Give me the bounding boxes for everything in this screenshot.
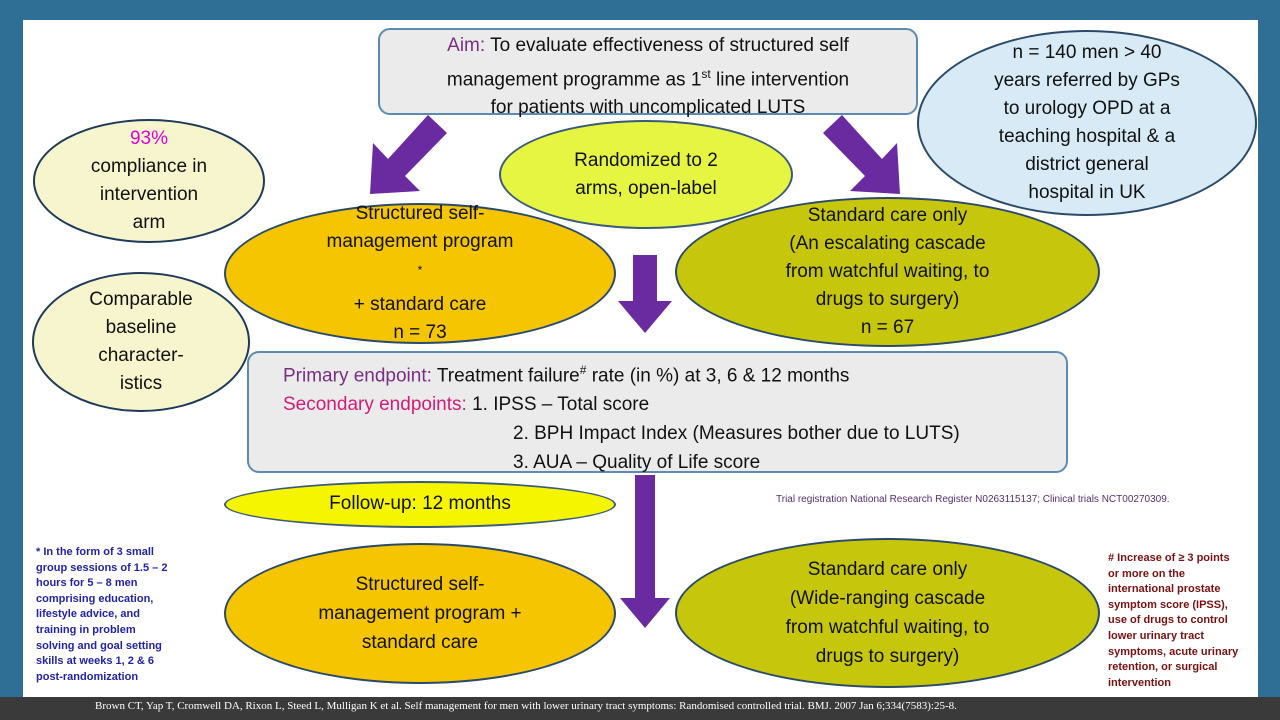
footnote-left: * In the form of 3 small group sessions … [36, 545, 211, 685]
compliance-ellipse: 93% compliance in intervention arm [33, 119, 265, 243]
baseline-ellipse: Comparable baseline character- istics [32, 272, 250, 412]
population-line-1: n = 140 men > 40 [1012, 42, 1162, 63]
footnote-right-line-1: # Increase of ≥ 3 points [1108, 552, 1230, 564]
aim-line-2b: line intervention [710, 69, 850, 91]
footnote-right-line-4: symptom score (IPSS), [1108, 598, 1228, 611]
aim-line-2a: management programme as 1 [446, 69, 702, 91]
final-structured-line-2: management program + [318, 603, 522, 624]
secondary-endpoint-2: 2. BPH Impact Index (Measures bother due… [513, 423, 960, 445]
structured-arm-line-1: Structured self- [355, 203, 485, 225]
population-line-6: hospital in UK [1028, 182, 1146, 203]
footnote-left-line-2: group sessions of 1.5 – 2 [36, 561, 168, 574]
baseline-line-2: baseline [105, 317, 177, 338]
compliance-line-2: intervention [99, 184, 199, 205]
population-line-5: district general [1025, 154, 1149, 175]
footnote-right-line-7: symptoms, acute urinary [1108, 645, 1239, 658]
footnote-left-line-1: * In the form of 3 small [36, 546, 154, 558]
standard-arm-line-4: drugs to surgery) [815, 289, 960, 310]
standard-arm-line-5: n = 67 [860, 317, 915, 338]
baseline-line-1: Comparable [89, 289, 193, 310]
final-standard-line-1: Standard care only [807, 559, 968, 580]
followup-ellipse: Follow-up: 12 months [224, 481, 616, 528]
final-structured-line-1: Structured self- [355, 574, 485, 595]
compliance-percent: 93% [129, 128, 168, 149]
footnote-left-line-5: lifestyle advice, and [36, 608, 140, 621]
baseline-line-3: character- [98, 345, 184, 366]
citation-text: Brown CT, Yap T, Cromwell DA, Rixon L, S… [95, 700, 957, 712]
standard-arm-line-1: Standard care only [807, 205, 968, 226]
final-standard-line-2: (Wide-ranging cascade [789, 588, 986, 609]
randomized-line-2: arms, open-label [575, 177, 717, 199]
endpoints-box: Primary endpoint: Treatment failure# rat… [247, 351, 1068, 473]
standard-arm-line-2: (An escalating cascade [789, 233, 986, 254]
aim-label: Aim: [447, 35, 486, 56]
final-standard-line-3: from watchful waiting, to [785, 617, 990, 638]
primary-endpoint-text-a: Treatment failure [431, 365, 580, 387]
final-standard-ellipse: Standard care only (Wide-ranging cascade… [675, 538, 1100, 688]
primary-endpoint-hash: # [579, 363, 587, 377]
secondary-endpoints-label: Secondary endpoints: [283, 394, 467, 416]
aim-box: Aim: To evaluate effectiveness of struct… [378, 28, 918, 118]
followup-text: Follow-up: 12 months [329, 493, 511, 515]
primary-endpoint-text-b: rate (in %) at 3, 6 & 12 months [586, 365, 850, 387]
footnote-left-line-9: post-randomization [36, 670, 139, 683]
structured-arm-line-3: + standard care [353, 293, 487, 315]
compliance-line-3: arm [132, 212, 166, 233]
secondary-endpoint-3: 3. AUA – Quality of Life score [513, 452, 761, 474]
aim-line-1: To evaluate effectiveness of structured … [485, 35, 849, 56]
aim-line-3: for patients with uncomplicated LUTS [490, 97, 806, 119]
footnote-right-line-6: lower urinary tract [1108, 629, 1204, 642]
structured-arm-line-2: management program [326, 231, 514, 253]
randomized-ellipse: Randomized to 2 arms, open-label [499, 120, 793, 229]
structured-arm-line-4: n = 73 [393, 321, 447, 343]
baseline-line-4: istics [119, 373, 163, 394]
population-ellipse: n = 140 men > 40 years referred by GPs t… [917, 30, 1257, 216]
randomized-line-1: Randomized to 2 [574, 149, 718, 171]
standard-arm-line-3: from watchful waiting, to [785, 261, 990, 282]
compliance-line-1: compliance in [90, 156, 208, 177]
population-line-2: years referred by GPs [994, 70, 1180, 91]
population-line-4: teaching hospital & a [998, 126, 1176, 147]
footnote-left-line-7: solving and goal setting [36, 639, 162, 652]
standard-arm-ellipse: Standard care only (An escalating cascad… [675, 197, 1100, 347]
footnote-right-line-8: retention, or surgical [1108, 661, 1218, 674]
structured-arm-asterisk: * [417, 263, 423, 278]
trial-registration: Trial registration National Research Reg… [776, 494, 1170, 505]
footnote-left-line-4: comprising education, [36, 592, 154, 605]
secondary-endpoint-1: 1. IPSS – Total score [472, 394, 650, 416]
footnote-right-line-3: international prostate [1108, 583, 1221, 596]
footer-bar [0, 697, 1280, 720]
primary-endpoint-label: Primary endpoint: [283, 365, 432, 387]
footnote-right-line-5: use of drugs to control [1108, 614, 1228, 627]
footnote-left-line-8: skills at weeks 1, 2 & 6 [36, 655, 155, 668]
final-standard-line-4: drugs to surgery) [815, 646, 960, 667]
aim-superscript: st [701, 67, 711, 81]
footnote-right-line-9: intervention [1108, 676, 1171, 689]
final-structured-ellipse: Structured self- management program + st… [224, 543, 616, 684]
footnote-left-line-3: hours for 5 – 8 men [36, 577, 138, 590]
final-structured-line-3: standard care [361, 632, 479, 653]
footnote-right-line-2: or more on the [1108, 567, 1186, 580]
footnote-left-line-6: training in problem [36, 623, 136, 636]
population-line-3: to urology OPD at a [1003, 98, 1171, 119]
structured-arm-ellipse: Structured self- management program * + s… [224, 203, 616, 344]
footnote-right: # Increase of ≥ 3 points or more on the … [1108, 551, 1258, 691]
